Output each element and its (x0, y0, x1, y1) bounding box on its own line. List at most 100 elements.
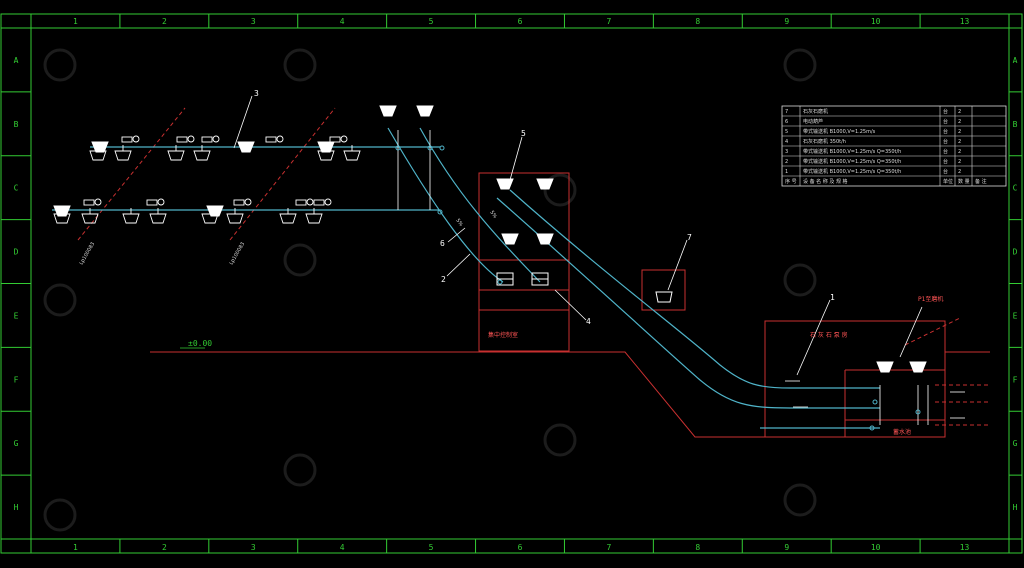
motor-icon (233, 198, 252, 206)
column-marker: 8 (695, 543, 700, 552)
annotations (233, 95, 965, 425)
row-marker: B (1013, 120, 1018, 129)
column-marker: 13 (960, 17, 970, 26)
column-marker: 3 (251, 543, 256, 552)
valve-icon (437, 209, 443, 215)
crusher-symbol (81, 208, 99, 224)
table-cell: 台 (943, 118, 948, 125)
row-marker: G (1013, 439, 1018, 448)
feeder-icon (501, 233, 519, 245)
hoist-shed (641, 269, 686, 311)
valve-icon (439, 145, 445, 151)
pipelines (52, 127, 880, 429)
table-cell: 2 (958, 159, 961, 165)
table-cell: 带式输送机 B1000,V=1.25m/s Q=350t/h (803, 168, 901, 175)
column-marker: 4 (340, 543, 345, 552)
column-marker: 1 (73, 543, 78, 552)
pipe-label-b: Lp100083 (229, 241, 247, 266)
column-marker: 5 (429, 543, 434, 552)
row-marker: A (1013, 56, 1018, 65)
row-marker: D (14, 248, 19, 257)
pump-house-label: 石 灰 石 泵 房 (810, 331, 848, 339)
feeder-icon (416, 105, 434, 117)
crusher-symbol (167, 145, 185, 161)
table-cell: 2 (785, 159, 788, 165)
table-cell: 电动葫芦 (803, 118, 823, 125)
column-marker: 4 (340, 17, 345, 26)
elevation-label: ±0.00 (188, 339, 212, 348)
table-cell: 序 号 (785, 178, 797, 185)
column-marker: 7 (606, 17, 611, 26)
motor-icon (201, 135, 220, 143)
column-marker: 6 (518, 17, 523, 26)
table-cell: 5 (785, 129, 788, 135)
motor-icon (146, 198, 165, 206)
table-cell: 4 (785, 139, 788, 145)
feeder-icon (91, 141, 109, 153)
watermark-logos (43, 48, 817, 532)
pool-label: 蓄水池 (893, 428, 911, 436)
table-cell: 台 (943, 148, 948, 155)
table-cell: 2 (958, 109, 961, 115)
valve-icon (915, 409, 921, 415)
ground-line (150, 351, 765, 438)
table-cell: 1 (785, 169, 788, 175)
table-cell: 台 (943, 128, 948, 135)
column-marker: 5 (429, 17, 434, 26)
main-conveyor-lower (496, 197, 880, 409)
feeder-icon (379, 105, 397, 117)
callout-4: 4 (586, 317, 591, 326)
callout-7: 7 (687, 233, 692, 242)
column-marker: 10 (871, 17, 881, 26)
row-marker: G (14, 439, 19, 448)
callout-5: 5 (521, 129, 526, 138)
crusher-symbol (305, 208, 323, 224)
table-cell: 2 (958, 129, 961, 135)
table-cell: 2 (958, 149, 961, 155)
motor-icon (265, 135, 284, 143)
drawing-frame (0, 13, 1023, 554)
main-conveyor-upper (509, 189, 880, 389)
crusher-symbol (226, 208, 244, 224)
column-marker: 1 (73, 17, 78, 26)
structures (77, 107, 990, 438)
motor-icon (329, 135, 348, 143)
table-cell: 单位 (943, 178, 953, 185)
feeder-icon (53, 205, 71, 217)
column-marker: 7 (606, 543, 611, 552)
row-marker: C (14, 184, 19, 193)
equipment-symbols (53, 105, 927, 431)
hoist-icon (655, 291, 673, 303)
pump-house-building (764, 320, 946, 438)
slope-label-b: 5% (488, 210, 498, 220)
table-cell: 带式输送机 B1000,V=1.25m/s Q=350t/h (803, 158, 901, 165)
callout-6: 6 (440, 239, 445, 248)
table-cell: 石灰石磨机 350t/h (803, 138, 846, 145)
table-cell: 带式输送机 B1000,V=1.25m/s Q=350t/h (803, 148, 901, 155)
column-marker: 6 (518, 543, 523, 552)
row-marker: A (14, 56, 19, 65)
table-cell: 2 (958, 169, 961, 175)
row-marker: H (14, 503, 19, 512)
incline-conveyor-a (387, 127, 504, 283)
callout-numbers: 3 2 6 5 4 7 1 (254, 89, 835, 326)
crusher-symbol (122, 208, 140, 224)
callout-3: 3 (254, 89, 259, 98)
control-room-building (478, 172, 570, 352)
table-cell: 台 (943, 138, 948, 145)
motor-icon (295, 198, 314, 206)
valve-icon (497, 279, 503, 285)
table-cell: 2 (958, 119, 961, 125)
feeder-icon (909, 361, 927, 373)
table-cell: 设 备 名 称 及 规 格 (803, 178, 848, 185)
row-marker: F (1013, 375, 1018, 384)
column-marker: 2 (162, 543, 167, 552)
row-marker: B (14, 120, 19, 129)
